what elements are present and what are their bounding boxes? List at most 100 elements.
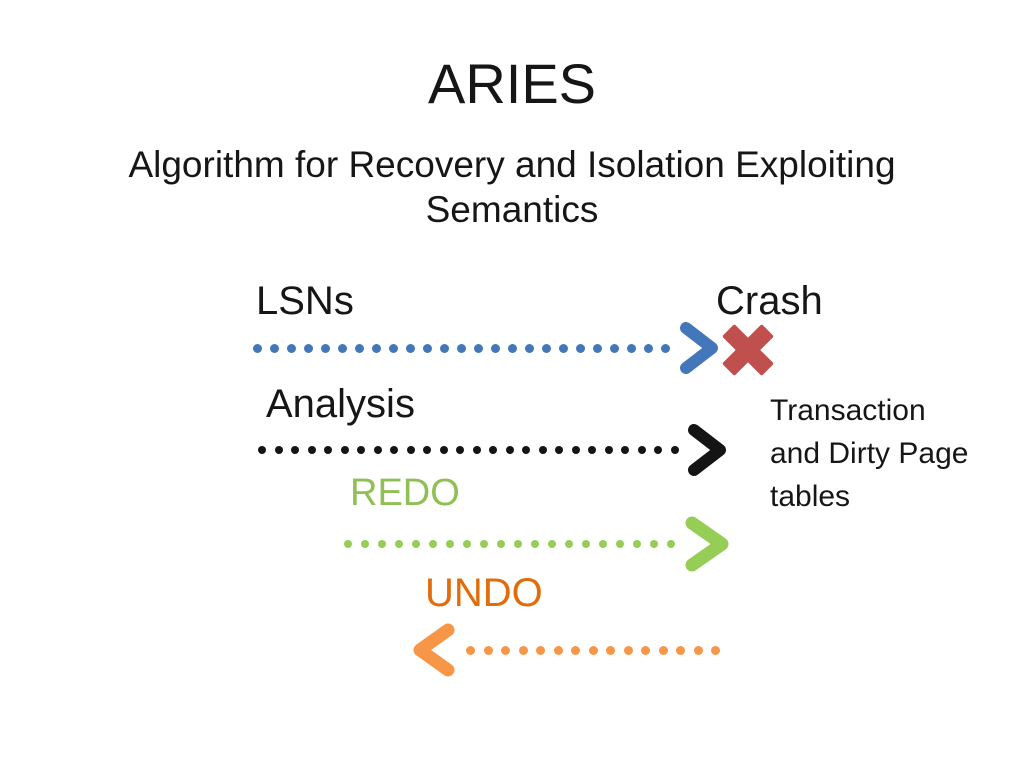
arrow-dot xyxy=(497,539,505,548)
arrow-dot xyxy=(588,645,598,655)
dotted-line xyxy=(466,645,729,655)
arrow-dot xyxy=(372,343,381,353)
arrow-dot xyxy=(491,343,500,353)
arrow-dot xyxy=(429,539,437,548)
arrow-dot xyxy=(361,539,369,548)
arrow-dot xyxy=(307,446,316,454)
arrow-dot xyxy=(505,446,514,454)
arrow-dot xyxy=(304,343,313,353)
arrowhead-right-icon xyxy=(680,322,718,374)
analysis-label: Analysis xyxy=(266,382,415,426)
undo-label: UNDO xyxy=(425,571,543,615)
note-line-1: Transaction xyxy=(770,394,926,427)
arrow-dot xyxy=(650,539,658,548)
arrow-dot xyxy=(483,645,493,655)
arrow-dot xyxy=(525,343,534,353)
arrow-dot xyxy=(576,343,585,353)
slide-title: ARIES xyxy=(427,52,597,115)
arrow-dot xyxy=(538,446,547,454)
dotted-line xyxy=(253,343,678,353)
redo-label: REDO xyxy=(350,472,460,514)
arrow-dot xyxy=(472,446,481,454)
arrow-dot xyxy=(406,446,415,454)
arrow-dot xyxy=(637,446,646,454)
arrow-dot xyxy=(514,539,522,548)
arrow-dot xyxy=(676,645,685,655)
arrow-dot xyxy=(654,446,662,454)
arrow-dot xyxy=(501,645,510,655)
arrow-dot xyxy=(588,446,596,454)
arrow-dot xyxy=(531,539,539,548)
arrowhead-right-icon xyxy=(688,424,726,476)
arrow-dot xyxy=(390,446,398,454)
arrow-dot xyxy=(553,645,563,655)
arrow-dot xyxy=(670,446,679,454)
arrowhead-left-icon xyxy=(413,623,455,677)
arrow-dot xyxy=(395,539,403,548)
arrow-dot xyxy=(616,539,624,548)
arrow-dot xyxy=(667,539,675,548)
arrow-dot xyxy=(610,343,619,353)
arrow-dot xyxy=(480,539,488,548)
transaction-tables-note: Transaction and Dirty Page tables xyxy=(770,389,968,518)
arrow-dot xyxy=(542,343,551,353)
arrow-dot xyxy=(270,343,279,353)
arrow-dot xyxy=(291,446,299,454)
arrow-dot xyxy=(287,343,296,353)
arrowhead-right-icon xyxy=(685,516,729,571)
lsn-arrow xyxy=(253,320,722,376)
arrow-dot xyxy=(253,343,262,353)
arrow-dot xyxy=(658,645,668,655)
arrow-dot xyxy=(389,343,398,353)
arrow-dot xyxy=(412,539,420,548)
analysis-arrow xyxy=(258,424,729,476)
arrow-dot xyxy=(463,539,471,548)
note-line-2: and Dirty Page xyxy=(770,437,969,470)
undo-arrow xyxy=(410,623,729,677)
arrow-dot xyxy=(565,539,573,548)
arrow-dot xyxy=(344,539,352,548)
arrow-dot xyxy=(621,446,629,454)
arrow-dot xyxy=(258,446,266,454)
arrow-dot xyxy=(423,343,432,353)
crash-label: Crash xyxy=(716,279,823,323)
arrow-dot xyxy=(641,645,650,655)
redo-arrow xyxy=(344,516,732,571)
arrow-dot xyxy=(522,446,530,454)
dotted-line xyxy=(258,446,687,454)
arrow-dot xyxy=(406,343,415,353)
arrow-dot xyxy=(582,539,590,548)
arrow-dot xyxy=(423,446,431,454)
arrow-dot xyxy=(355,343,364,353)
arrow-dot xyxy=(378,539,386,548)
arrow-dot xyxy=(604,446,613,454)
arrow-dot xyxy=(623,645,633,655)
arrow-dot xyxy=(627,343,636,353)
arrow-dot xyxy=(661,343,670,353)
arrow-dot xyxy=(508,343,517,353)
arrow-dot xyxy=(571,446,580,454)
arrow-dot xyxy=(321,343,330,353)
arrow-dot xyxy=(338,343,347,353)
dotted-line xyxy=(344,539,684,548)
arrow-dot xyxy=(373,446,382,454)
arrow-dot xyxy=(274,446,283,454)
arrow-dot xyxy=(571,645,580,655)
arrow-dot xyxy=(711,645,720,655)
arrow-dot xyxy=(536,645,545,655)
arrow-dot xyxy=(593,343,602,353)
subtitle-line-2: Semantics xyxy=(425,189,599,230)
note-line-3: tables xyxy=(770,480,851,513)
arrow-dot xyxy=(548,539,556,548)
arrow-dot xyxy=(518,645,528,655)
subtitle-line-1: Algorithm for Recovery and Isolation Exp… xyxy=(128,144,896,185)
crash-x-icon xyxy=(722,324,774,376)
arrow-dot xyxy=(555,446,563,454)
arrow-dot xyxy=(357,446,365,454)
arrow-dot xyxy=(606,645,615,655)
arrow-dot xyxy=(446,539,454,548)
arrow-dot xyxy=(474,343,483,353)
arrow-dot xyxy=(599,539,607,548)
slide-subtitle: Algorithm for Recovery and Isolation Exp… xyxy=(0,142,1024,232)
